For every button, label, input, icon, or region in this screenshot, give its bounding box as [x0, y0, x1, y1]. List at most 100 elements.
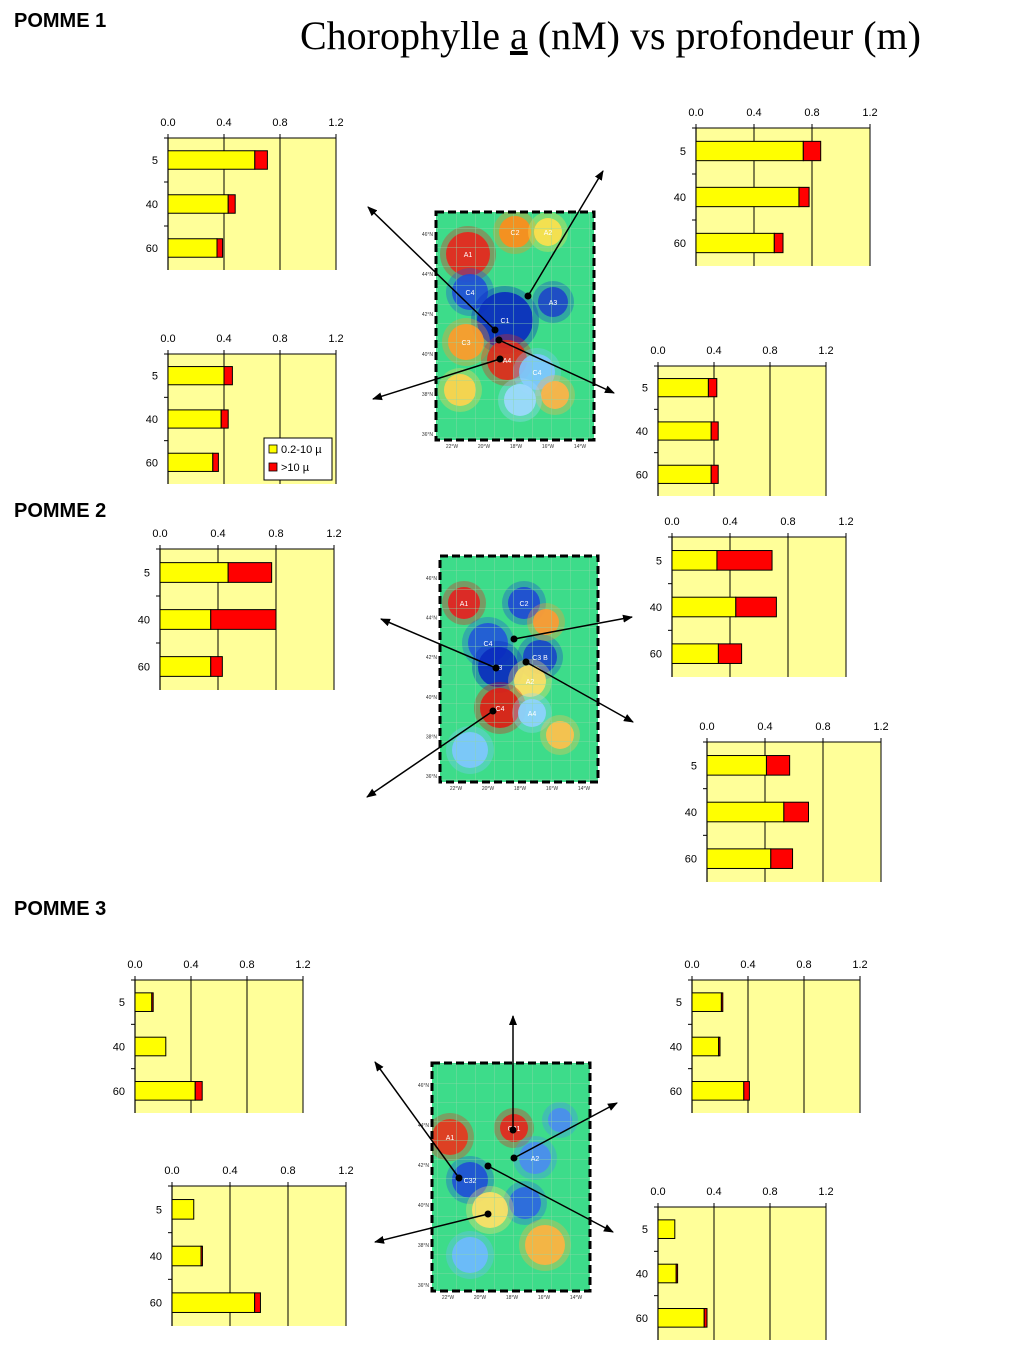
y-tick-label: 40: [685, 807, 697, 819]
y-tick-label: 60: [674, 238, 686, 250]
map-feature-label: C4: [484, 641, 493, 648]
map-feature-label: C4: [466, 290, 475, 297]
station-dot: [524, 292, 532, 300]
pointer-arrow: [372, 358, 501, 401]
x-tick-label: 0.0: [684, 959, 699, 971]
pointer-arrow: [525, 661, 634, 723]
bar-segment: [671, 596, 737, 618]
x-tick-label: 0.4: [216, 117, 231, 129]
station-dot: [510, 635, 518, 643]
y-tick-label: 40: [636, 426, 648, 438]
bar-segment: [212, 452, 219, 472]
y-tick-label: 5: [152, 155, 158, 167]
x-tick-label: 0.4: [706, 345, 721, 357]
map-lon-label: 22°W: [450, 786, 463, 792]
title-part2: (nM) vs profondeur (m): [537, 13, 921, 58]
bar-segment: [695, 232, 775, 254]
x-tick-label: 0.8: [280, 1165, 295, 1177]
x-tick-label: 0.4: [722, 516, 737, 528]
bar-segment: [657, 1219, 676, 1239]
bar-segment: [227, 562, 273, 583]
map-feature-label: C3 B: [532, 655, 548, 662]
map-lon-label: 18°W: [506, 1295, 519, 1301]
legend-swatch: [268, 444, 278, 454]
pointer-arrow: [498, 339, 615, 394]
map-lat-label: 46°N: [422, 232, 434, 238]
map-field: [432, 1063, 590, 1291]
x-tick-label: 0.4: [740, 959, 755, 971]
map-lat-label: 46°N: [418, 1083, 430, 1089]
bar-segment: [798, 186, 810, 208]
station-dot: [455, 1174, 463, 1182]
x-tick-label: 1.2: [328, 117, 343, 129]
map-lat-label: 40°N: [426, 695, 438, 701]
y-tick-label: 60: [146, 457, 158, 469]
legend-label: 0.2-10 µ: [281, 444, 322, 456]
map-lon-label: 16°W: [538, 1295, 551, 1301]
x-tick-label: 1.2: [852, 959, 867, 971]
title-part1: Chorophylle: [300, 13, 500, 58]
y-tick-label: 40: [146, 199, 158, 211]
bar-segment: [171, 1245, 202, 1267]
station-dot: [489, 707, 497, 715]
bar-segment: [210, 656, 223, 677]
x-tick-label: 0.8: [268, 528, 283, 540]
map-feature-label: A2: [531, 1156, 540, 1163]
bar-segment: [657, 464, 712, 484]
map-feature-label: C2: [511, 230, 520, 237]
bar-segment: [159, 562, 229, 583]
x-tick-label: 1.2: [295, 959, 310, 971]
pointer-arrow: [513, 1102, 618, 1159]
map-lon-label: 18°W: [514, 786, 527, 792]
map-lon-label: 22°W: [446, 444, 459, 450]
pointer-arrow: [487, 1165, 614, 1233]
map-lon-label: 22°W: [442, 1295, 455, 1301]
map-field: [440, 556, 598, 782]
bar-segment: [691, 1036, 720, 1057]
pointer-arrow: [380, 618, 497, 669]
map-feature-label: C4: [496, 706, 505, 713]
map-lat-label: 44°N: [422, 272, 434, 278]
map-feature-label: A1: [460, 601, 469, 608]
bar-segment: [671, 550, 718, 571]
y-tick-label: 60: [113, 1086, 125, 1098]
map-feature-label: C4: [533, 370, 542, 377]
x-tick-label: 0.4: [183, 959, 198, 971]
station-dot: [484, 1162, 492, 1170]
y-tick-label: 5: [691, 760, 697, 772]
x-tick-label: 0.4: [216, 333, 231, 345]
title-italic: a: [509, 13, 528, 58]
bar-segment: [220, 409, 229, 429]
bar-segment: [675, 1263, 679, 1284]
pointer-arrow: [374, 1061, 460, 1179]
bar-segment: [194, 1081, 203, 1101]
bar-segment: [254, 1292, 261, 1313]
x-tick-label: 1.2: [862, 107, 877, 119]
y-tick-label: 60: [150, 1298, 162, 1310]
x-tick-label: 0.0: [160, 333, 175, 345]
section-label-pomme3: POMME 3: [14, 898, 107, 920]
map-lat-label: 40°N: [422, 352, 434, 358]
bar-segment: [716, 550, 773, 571]
pointer-arrow: [513, 614, 633, 640]
y-tick-label: 5: [642, 383, 648, 395]
bar-segment: [227, 194, 236, 214]
x-tick-label: 0.8: [762, 345, 777, 357]
map-grid: [440, 556, 598, 782]
bar-segment: [735, 596, 777, 618]
map-feature-label: C32: [464, 1178, 477, 1185]
x-tick-label: 0.0: [164, 1165, 179, 1177]
map-lat-label: 46°N: [426, 576, 438, 582]
bar-segment: [707, 378, 718, 398]
map-frame: [438, 554, 600, 784]
legend-swatch: [268, 462, 278, 472]
y-tick-label: 5: [152, 371, 158, 383]
